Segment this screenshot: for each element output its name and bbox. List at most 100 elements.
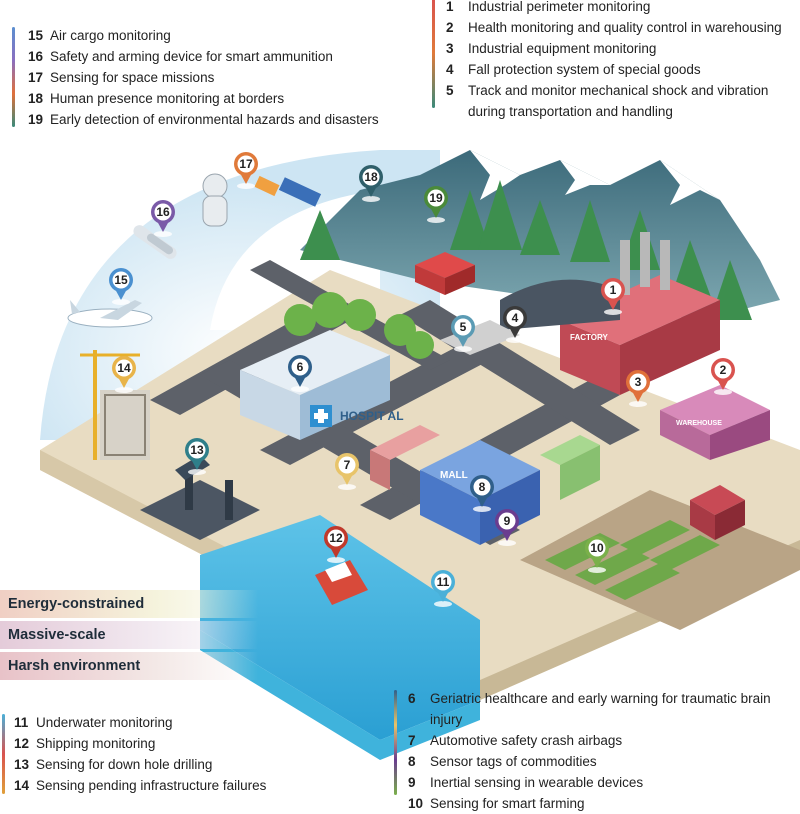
- legend-item-text: Sensing pending infrastructure failures: [36, 778, 267, 793]
- pin-face: [473, 478, 491, 496]
- legend-color-bar: [12, 27, 15, 127]
- legend-item-number: 6: [408, 691, 416, 706]
- pin-tail: [118, 377, 130, 388]
- legend-item-number: 16: [28, 49, 44, 64]
- legend-item-text: Sensor tags of commodities: [430, 754, 597, 769]
- pin-19: 19: [424, 186, 448, 223]
- pin-base-glow: [473, 506, 491, 512]
- pin-number: 15: [114, 273, 128, 287]
- pin-number: 19: [429, 191, 443, 205]
- pin-base-glow: [714, 389, 732, 395]
- legend-item-text: Geriatric healthcare and early warning f…: [430, 691, 771, 727]
- ocean-water: [200, 515, 480, 740]
- pin-number: 18: [364, 170, 378, 184]
- pin-tail: [501, 530, 513, 541]
- pin-base-glow: [154, 231, 172, 237]
- rocket: [133, 225, 177, 259]
- warehouse-building: WAREHOUSE: [660, 385, 770, 460]
- pin-number: 16: [156, 205, 170, 219]
- pin-base-glow: [434, 601, 452, 607]
- pin-3: 3: [626, 370, 650, 407]
- barn: [690, 485, 745, 540]
- hospital-label: HOSPIT AL: [340, 409, 404, 423]
- pin-face: [427, 189, 445, 207]
- pin-9: 9: [495, 509, 519, 546]
- legend-item-number: 12: [14, 736, 30, 751]
- pin-face: [506, 309, 524, 327]
- pin-number: 2: [720, 363, 727, 377]
- hospital-building: HOSPIT AL: [240, 330, 404, 440]
- legend-item-number: 4: [446, 62, 454, 77]
- cargo-ship: [315, 560, 368, 605]
- pin-5: 5: [451, 315, 475, 352]
- legend-item-text: Human presence monitoring at borders: [50, 91, 285, 106]
- legend-item-number: 11: [14, 715, 29, 730]
- legend-item-number: 5: [446, 83, 454, 98]
- legend-item-text: Health monitoring and quality control in…: [468, 20, 782, 35]
- pin-11: 11: [431, 570, 455, 607]
- pin-10: 10: [585, 536, 609, 573]
- pin-base-glow: [338, 484, 356, 490]
- pin-face: [434, 573, 452, 591]
- legend-item-number: 3: [446, 41, 454, 56]
- satellite: [254, 175, 322, 207]
- pin-base-glow: [327, 557, 345, 563]
- pin-tail: [476, 496, 488, 507]
- legend-color-bar: [2, 714, 5, 794]
- legend-color-bar: [432, 0, 435, 108]
- legend-color-bar: [394, 690, 397, 795]
- pin-tail: [294, 376, 306, 387]
- legend-item: 6 Geriatric healthcare and early warning …: [394, 688, 800, 730]
- pin-base-glow: [112, 299, 130, 305]
- pin-tail: [591, 557, 603, 568]
- legend-item-text: Air cargo monitoring: [50, 28, 171, 43]
- pin-tail: [607, 299, 619, 310]
- pin-tail: [365, 186, 377, 197]
- legend-item: 12 Shipping monitoring: [2, 733, 266, 754]
- challenge-energy-constrained: Energy-constrained: [0, 590, 258, 618]
- pin-tail: [191, 459, 203, 470]
- challenge-harsh-environment: Harsh environment: [0, 652, 258, 680]
- pin-face: [498, 512, 516, 530]
- factory-building: FACTORY: [560, 232, 720, 395]
- pin-tail: [430, 207, 442, 218]
- pin-18: 18: [359, 165, 383, 202]
- pin-4: 4: [503, 306, 527, 343]
- pin-base-glow: [427, 217, 445, 223]
- legend-item-number: 10: [408, 796, 424, 811]
- legend-item-number: 17: [28, 70, 44, 85]
- pin-base-glow: [588, 567, 606, 573]
- legend-rows: 6 Geriatric healthcare and early warning …: [394, 688, 800, 814]
- pin-number: 13: [190, 443, 204, 457]
- pin-number: 17: [239, 157, 253, 171]
- legend-item-text: Inertial sensing in wearable devices: [430, 775, 644, 790]
- pin-tail: [632, 391, 644, 402]
- legend-item-text: Track and monitor mechanical shock and v…: [468, 83, 769, 119]
- pin-base-glow: [604, 309, 622, 315]
- pin-face: [588, 539, 606, 557]
- pin-number: 6: [297, 360, 304, 374]
- pin-face: [714, 361, 732, 379]
- pin-tail: [457, 336, 469, 347]
- pin-face: [629, 373, 647, 391]
- pin-base-glow: [498, 540, 516, 546]
- pin-16: 16: [151, 200, 175, 237]
- shop-buildings: [370, 425, 600, 500]
- fire-station: [415, 252, 475, 295]
- pin-17: 17: [234, 152, 258, 189]
- legend-item-text: Early detection of environmental hazards…: [50, 112, 379, 127]
- legend-item-text: Shipping monitoring: [36, 736, 156, 751]
- pin-13: 13: [185, 438, 209, 475]
